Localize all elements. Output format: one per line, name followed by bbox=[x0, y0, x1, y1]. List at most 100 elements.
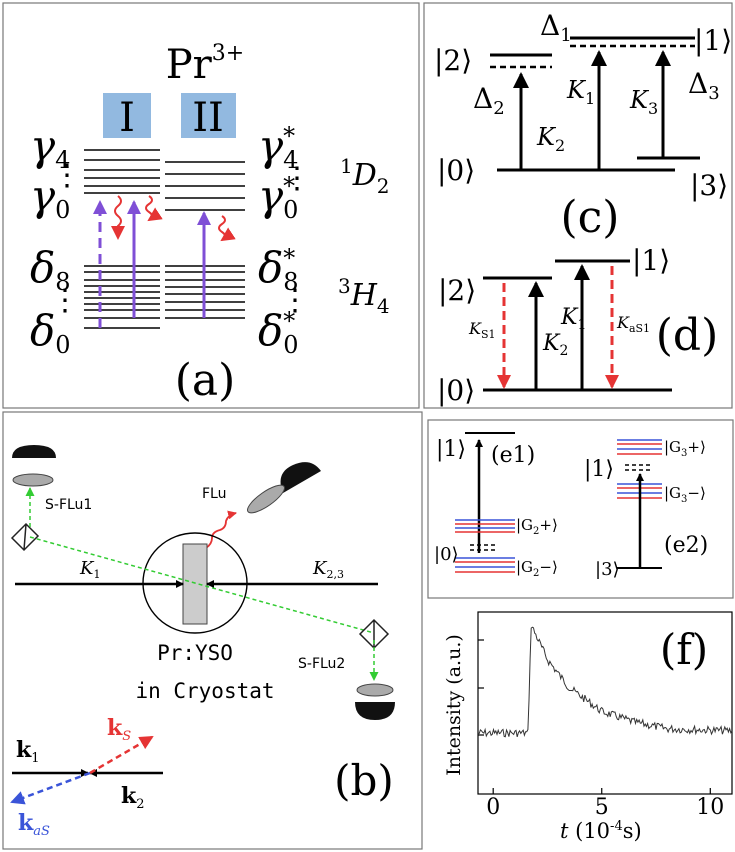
ion-label: Pr3+ bbox=[166, 41, 244, 88]
site-1-label: I bbox=[119, 95, 135, 141]
d-ks1: KS1 bbox=[468, 319, 496, 341]
vec-kas-label: kaS bbox=[18, 810, 50, 839]
e1-label: (e1) bbox=[491, 443, 535, 468]
d-k1: K1 bbox=[560, 305, 586, 333]
d-ket-1: |1⟩ bbox=[632, 244, 670, 277]
e2-g3-plus-levels bbox=[617, 439, 662, 455]
vec-k2-label: k2 bbox=[121, 783, 145, 812]
e2-g3-plus: |G3+⟩ bbox=[664, 438, 706, 459]
mirror-1-icon bbox=[10, 522, 40, 552]
upper-level-label: 1D2 bbox=[340, 154, 390, 198]
e1-g2-minus-levels bbox=[455, 557, 515, 573]
e1-ket-0: |0⟩ bbox=[434, 544, 459, 565]
site-1-box bbox=[103, 93, 151, 138]
e1-g2-plus-levels bbox=[455, 519, 515, 533]
delta-dots: ⋮ bbox=[50, 283, 80, 318]
panel-b-frame bbox=[2, 411, 423, 850]
c-ket-0: |0⟩ bbox=[437, 154, 475, 187]
c-delta-1: Δ1 bbox=[540, 9, 572, 46]
s-flu1-label: S-FLu1 bbox=[45, 497, 92, 513]
detector-2-icon bbox=[355, 702, 395, 720]
panel-cd-frame bbox=[423, 2, 733, 409]
panel-b-label: (b) bbox=[334, 756, 394, 805]
e1-ket-1: |1⟩ bbox=[436, 437, 466, 462]
e1-dashed-levels bbox=[470, 544, 495, 551]
plot-frame bbox=[477, 611, 733, 795]
beam-k1-label: K1 bbox=[79, 558, 100, 581]
lens-1-icon bbox=[12, 473, 54, 487]
gamma-4-label: γ4 bbox=[30, 121, 70, 174]
e2-ket-3: |3⟩ bbox=[595, 559, 620, 580]
site-2-upper-levels bbox=[165, 161, 245, 211]
c-ket-1: |1⟩ bbox=[694, 24, 732, 57]
flu-signal-arrow bbox=[205, 510, 237, 549]
panel-f-label: (f) bbox=[660, 625, 708, 674]
signal-path bbox=[29, 536, 375, 634]
delta-8-label: δ8 bbox=[30, 243, 71, 296]
lens-2-icon bbox=[356, 683, 394, 697]
e2-label: (e2) bbox=[664, 533, 708, 558]
e1-g2-minus: |G2−⟩ bbox=[516, 558, 558, 579]
gamma-dots: ⋮ bbox=[52, 158, 82, 193]
e2-ket-1: |1⟩ bbox=[584, 457, 614, 482]
gamma-star-0-label: γ*0 bbox=[258, 171, 298, 224]
x-tick-label: 0 bbox=[486, 795, 500, 820]
panel-e-frame bbox=[427, 419, 734, 599]
d-ket-2: |2⟩ bbox=[438, 274, 476, 307]
decay-arrow-1 bbox=[111, 195, 125, 240]
gamma-0-label: γ0 bbox=[30, 171, 70, 224]
site-2-box bbox=[181, 93, 236, 138]
e1-g2-plus: |G2+⟩ bbox=[516, 516, 558, 537]
x-tick-label: 5 bbox=[595, 795, 609, 820]
y-ticks bbox=[478, 639, 484, 736]
x-tick-label: 10 bbox=[696, 795, 724, 820]
delta-star-8-label: δ*8 bbox=[258, 243, 299, 296]
x-axis-label: t (10-4s) bbox=[560, 819, 642, 843]
delta-star-0-label: δ*0 bbox=[258, 306, 299, 359]
panel-b: S-FLu1 FLu K1 K2,3 S-FLu2 Pr:YSO in Cryo… bbox=[2, 411, 423, 850]
beam-k23-label: K2,3 bbox=[312, 558, 344, 581]
panel-d-label: (d) bbox=[656, 310, 719, 361]
vec-kas-arrow bbox=[10, 771, 91, 805]
decay-trace bbox=[477, 626, 733, 738]
delta-0-label: δ0 bbox=[30, 306, 71, 359]
c-k2: K2 bbox=[536, 123, 565, 155]
e2-g3-minus: |G3−⟩ bbox=[664, 484, 706, 505]
vec-ks-arrow bbox=[89, 735, 154, 775]
detector-1-icon bbox=[12, 445, 56, 458]
sample-label: Pr:YSO bbox=[157, 641, 233, 665]
panel-cd: |2⟩ |1⟩ |0⟩ |3⟩ Δ1 Δ2 Δ3 K2 K1 K3 (c) |2… bbox=[423, 2, 733, 409]
s-flu2-label: S-FLu2 bbox=[298, 656, 345, 672]
detector-flu-icon bbox=[280, 462, 321, 493]
site-1-lower-levels bbox=[84, 265, 160, 329]
x-ticks: 0 5 10 bbox=[486, 788, 724, 820]
c-ket-2: |2⟩ bbox=[434, 44, 472, 77]
c-delta-2: Δ2 bbox=[473, 82, 505, 119]
sample-crystal bbox=[182, 543, 208, 625]
panel-a: Pr3+ I II bbox=[2, 2, 420, 409]
decay-arrow-2 bbox=[145, 195, 163, 222]
gamma-star-dots: ⋮ bbox=[282, 161, 312, 196]
panel-c-label: (c) bbox=[561, 192, 620, 243]
c-k3: K3 bbox=[629, 86, 658, 118]
site-2-label: II bbox=[192, 95, 224, 141]
d-ket-0: |0⟩ bbox=[437, 374, 475, 407]
d-kas1: KaS1 bbox=[616, 313, 650, 335]
site-1-upper-levels bbox=[84, 149, 160, 194]
c-delta-3: Δ3 bbox=[688, 67, 720, 104]
panel-a-frame bbox=[2, 2, 420, 409]
cryostat-label: in Cryostat bbox=[135, 679, 274, 703]
d-k2: K2 bbox=[542, 331, 568, 359]
lower-level-label: 3H4 bbox=[338, 274, 390, 318]
vec-k1-label: k1 bbox=[16, 737, 40, 766]
c-k1: K1 bbox=[566, 76, 595, 108]
decay-arrow-3 bbox=[218, 215, 236, 242]
gamma-star-4-label: γ*4 bbox=[258, 121, 298, 174]
lens-flu-icon bbox=[247, 484, 285, 514]
panel-e: |1⟩ (e1) |0⟩ |G2+⟩ |G2−⟩ bbox=[427, 419, 734, 599]
flu-label: FLu bbox=[202, 486, 226, 502]
delta-star-dots: ⋮ bbox=[280, 283, 310, 318]
vec-ks-label: kS bbox=[107, 715, 131, 744]
